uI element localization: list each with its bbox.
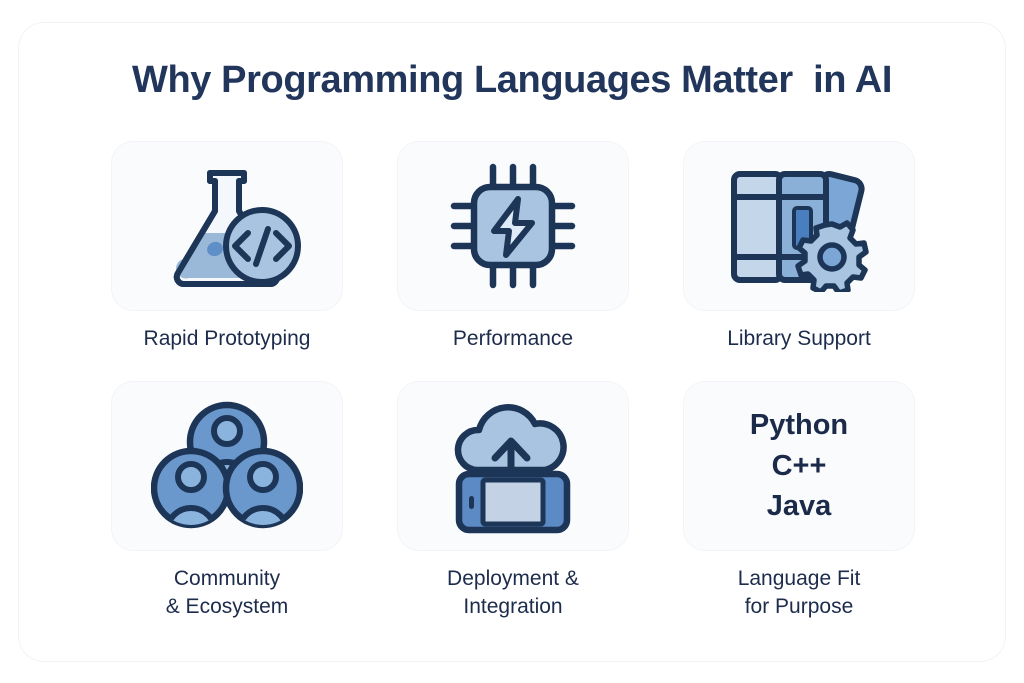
feature-label-library-support: Library Support — [727, 327, 871, 350]
feature-card-rapid-prototyping[interactable] — [111, 141, 343, 311]
feature-cell-language-fit[interactable]: Python C++ Java Language Fit for Purpose — [683, 381, 915, 621]
feature-card-community-ecosystem[interactable] — [111, 381, 343, 551]
poster-frame: Why Programming Languages Matter in AI — [18, 22, 1006, 662]
feature-label-community-ecosystem: Community & Ecosystem — [165, 567, 289, 618]
feature-card-language-fit[interactable]: Python C++ Java — [683, 381, 915, 551]
books-gear-icon — [724, 160, 874, 292]
feature-cell-library-support[interactable]: Library Support — [683, 141, 915, 381]
feature-card-performance[interactable] — [397, 141, 629, 311]
feature-label-language-fit: Language Fit for Purpose — [737, 567, 861, 618]
feature-card-library-support[interactable] — [683, 141, 915, 311]
language-item-java: Java — [766, 490, 832, 523]
flask-code-icon — [152, 161, 302, 291]
feature-cell-community-ecosystem[interactable]: Community & Ecosystem — [111, 381, 343, 621]
feature-label-rapid-prototyping: Rapid Prototyping — [143, 327, 311, 350]
page-title: Why Programming Languages Matter in AI — [132, 59, 892, 101]
feature-label-performance: Performance — [452, 327, 574, 350]
people-group-icon — [151, 400, 303, 532]
feature-cell-rapid-prototyping[interactable]: Rapid Prototyping — [111, 141, 343, 381]
language-item-cpp: C++ — [771, 449, 827, 482]
language-item-python: Python — [749, 409, 849, 442]
feature-grid: Rapid Prototyping — [79, 141, 947, 621]
feature-label-deployment-integration: Deployment & Integration — [447, 567, 579, 618]
cloud-upload-device-icon — [443, 398, 583, 534]
feature-cell-performance[interactable]: Performance — [397, 141, 629, 381]
language-list: Python C++ Java — [750, 406, 848, 526]
feature-card-deployment-integration[interactable] — [397, 381, 629, 551]
feature-cell-deployment-integration[interactable]: Deployment & Integration — [397, 381, 629, 621]
cpu-bolt-icon — [448, 161, 578, 291]
